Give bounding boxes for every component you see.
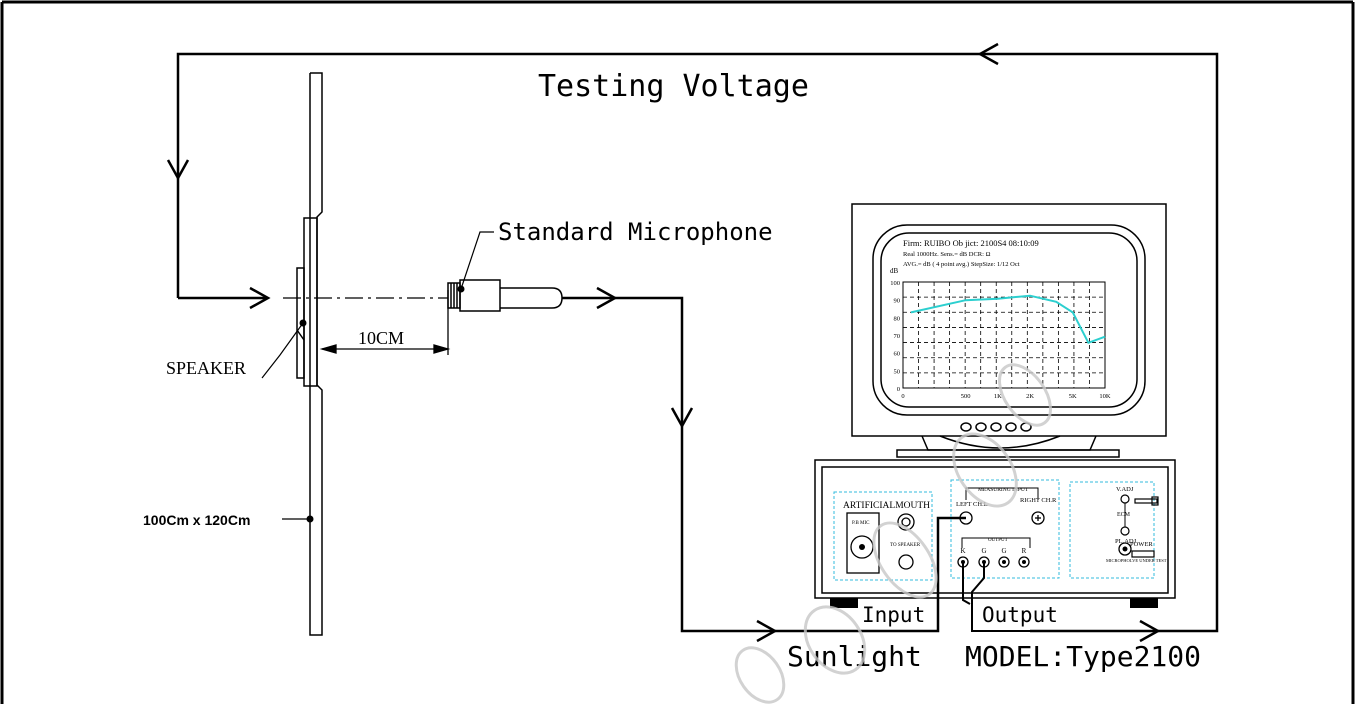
- pb-mic-pin: [859, 544, 865, 550]
- screen-grid: [902, 281, 1106, 389]
- right-ch-label: RIGHT CH.R: [1020, 497, 1057, 504]
- measuring-input-section: [950, 479, 1060, 579]
- distance-dimension: [319, 290, 451, 355]
- output-cables: [962, 562, 1158, 632]
- screen-x-tick: 10K: [1099, 393, 1111, 400]
- screen-x-tick: 2K: [1026, 393, 1034, 400]
- monitor-buttons: [960, 422, 1032, 432]
- screen-y-tick: 60: [894, 351, 901, 358]
- speaker-leader: [261, 322, 304, 379]
- artificial-mouth-section: [833, 491, 933, 581]
- screen-y-tick: 70: [894, 333, 901, 340]
- mic-under-test-label: MICROPHOLVE UNDER TEST: [1106, 558, 1167, 563]
- output-jack-pin: [1022, 560, 1026, 564]
- screen-y-ticks: 100 90 80 70 60 50 0: [890, 280, 900, 393]
- right-ch-jack[interactable]: [1031, 511, 1045, 525]
- screen-y-tick: 100: [890, 280, 900, 287]
- ecm-label: ECM: [1117, 512, 1131, 518]
- right-foot: [1130, 598, 1158, 608]
- output-jack-label: G: [1001, 547, 1006, 555]
- monitor: [851, 203, 1167, 458]
- pb-mic-label: P.B MIC: [852, 521, 870, 526]
- to-speaker-label: TO SPEAKER: [890, 543, 921, 548]
- input-label: Input: [862, 603, 925, 627]
- pl-adj-label: PL.ADJ: [1115, 538, 1137, 545]
- output-jack-label: G: [981, 547, 986, 555]
- output-jack[interactable]: [1018, 556, 1030, 568]
- screen-x-tick: 500: [961, 393, 971, 400]
- output-jack[interactable]: [998, 556, 1010, 568]
- watermark: [734, 363, 1052, 704]
- output-group-label: OUTPUT: [988, 538, 1008, 543]
- output-label: Output: [982, 603, 1058, 627]
- distance-label: 10CM: [358, 328, 404, 348]
- screen-info-line: Real 1000Hz. Sens.= dB DCR: Ω: [903, 251, 991, 258]
- response-curve: [910, 294, 1106, 345]
- power-label: POWER: [1130, 541, 1153, 548]
- mic-under-test-jack-pin: [1122, 546, 1128, 552]
- adjustment-section: [1069, 481, 1155, 579]
- screen-x-ticks: 0 500 1K 2K 5K 10K: [901, 393, 1111, 400]
- screen-y-tick: 80: [894, 315, 901, 322]
- output-jack-label: R: [1022, 547, 1027, 555]
- screen-x-tick: 0: [901, 393, 904, 400]
- screen-firm-line: Firm: RUIBO Ob jict: 2100S4 08:10:09: [903, 238, 1039, 248]
- v-adj-knob[interactable]: [1120, 494, 1130, 504]
- screen-x-tick: 5K: [1069, 393, 1077, 400]
- left-ch-jack[interactable]: [959, 511, 973, 525]
- speaker-label: SPEAKER: [166, 358, 246, 378]
- left-foot: [830, 598, 858, 608]
- output-jack-label: K: [960, 547, 965, 555]
- left-ch-label: LEFT CH.L: [956, 501, 988, 508]
- microphone-leader: [460, 231, 494, 290]
- screen-y-tick: 50: [894, 368, 901, 375]
- model-label: MODEL:Type2100: [965, 640, 1201, 673]
- test-set-chassis: [814, 459, 1176, 599]
- speaker-panel: [296, 72, 323, 636]
- measuring-input-bracket: [965, 487, 1039, 500]
- pl-adj-knob[interactable]: [1120, 526, 1130, 536]
- to-speaker-jack[interactable]: [897, 513, 915, 570]
- measuring-input-label: MEASURING INPUT: [978, 487, 1029, 493]
- microphone-label: Standard Microphone: [498, 218, 773, 246]
- power-switch[interactable]: [1131, 550, 1155, 558]
- microphone-signal-path: [562, 286, 966, 643]
- standard-microphone: [447, 279, 563, 312]
- artificial-mouth-label: ARTIFICIALMOUTH: [843, 501, 930, 511]
- screen-grid-frame: [902, 281, 1106, 389]
- screen-y-tick: 0: [897, 386, 900, 393]
- screen-y-tick: 90: [894, 298, 901, 305]
- screen-y-unit: dB: [890, 267, 899, 275]
- aux-switch-tab: [1151, 496, 1159, 506]
- mic-under-test-jack[interactable]: [1118, 542, 1132, 556]
- screen-x-tick: 1K: [994, 393, 1002, 400]
- panel-size-label: 100Cm x 120Cm: [143, 512, 250, 528]
- aux-switch[interactable]: [1134, 498, 1158, 504]
- output-jack-pin: [1002, 560, 1006, 564]
- screen-avg-line: AVG.= dB ( 4 point avg.) StepSize: 1/12 …: [903, 261, 1020, 268]
- testing-voltage-label: Testing Voltage: [538, 69, 809, 104]
- output-bracket: [961, 537, 1031, 548]
- v-adj-label: V.ADJ: [1116, 486, 1134, 493]
